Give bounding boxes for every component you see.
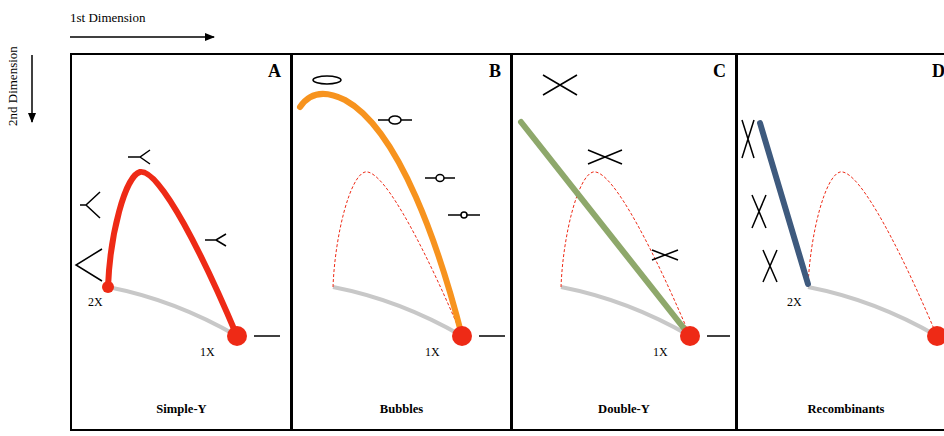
axis-label: 2nd Dimension [6,46,20,126]
molecule-icon [448,214,480,216]
molecule-icon [389,116,401,124]
molecule-icon [752,195,766,228]
gel-panel: B Bubbles [290,53,513,431]
linear-arc [808,287,937,336]
molecule-icon [378,119,412,121]
simple-y-arc [108,172,237,336]
gel-panel: D Recombinants [735,53,944,431]
2x-spot [102,281,114,293]
simple-y-panel-art [76,150,280,346]
molecule-icon [313,76,341,84]
panel-letter: A [268,61,281,82]
bubbles-panel-art [300,76,505,346]
double-y-line [521,122,690,336]
1x-spot [680,326,700,346]
molecule-icon [254,335,280,337]
molecule-icon [479,335,505,337]
1x-spot [927,326,944,346]
molecule-icon [76,249,102,281]
1x-spot [452,326,472,346]
recombinants-panel-art [742,120,944,346]
molecule-icon [205,234,226,246]
copy-number-label: 1X [425,346,440,359]
molecule-icon [461,212,467,218]
recombinant-line [760,123,808,284]
bubble-arc [300,94,462,336]
axis-label: 1st Dimension [70,11,145,25]
panel-title: Simple-Y [72,402,291,417]
linear-arc [333,287,462,336]
panel-title: Double-Y [512,402,736,417]
panel-title: Bubbles [292,402,511,417]
molecule-icon [742,120,754,158]
reference-arc [808,172,937,336]
reference-arc [333,172,462,336]
gel-panel: A Simple-Y [70,53,293,431]
dimension-arrow [31,55,33,122]
panel-letter: D [932,61,944,82]
copy-number-label: 1X [200,346,215,359]
gel-panel: C Double-Y [510,53,738,431]
double-y-panel-art [521,75,730,346]
panel-title: Recombinants [737,402,944,417]
panel-letter: B [489,61,501,82]
molecule-icon [707,335,730,337]
molecule-icon [436,175,444,182]
molecule-icon [80,192,100,218]
molecule-icon [652,250,678,260]
copy-number-label: 2X [88,296,103,309]
1x-spot [227,326,247,346]
dimension-arrow [70,36,214,38]
molecule-icon [543,75,577,95]
panel-letter: C [713,61,726,82]
molecule-icon [425,177,455,179]
molecule-icon [763,250,777,282]
molecule-icon [588,150,622,164]
molecule-icon [128,150,150,164]
copy-number-label: 1X [653,346,668,359]
copy-number-label: 2X [787,296,802,309]
